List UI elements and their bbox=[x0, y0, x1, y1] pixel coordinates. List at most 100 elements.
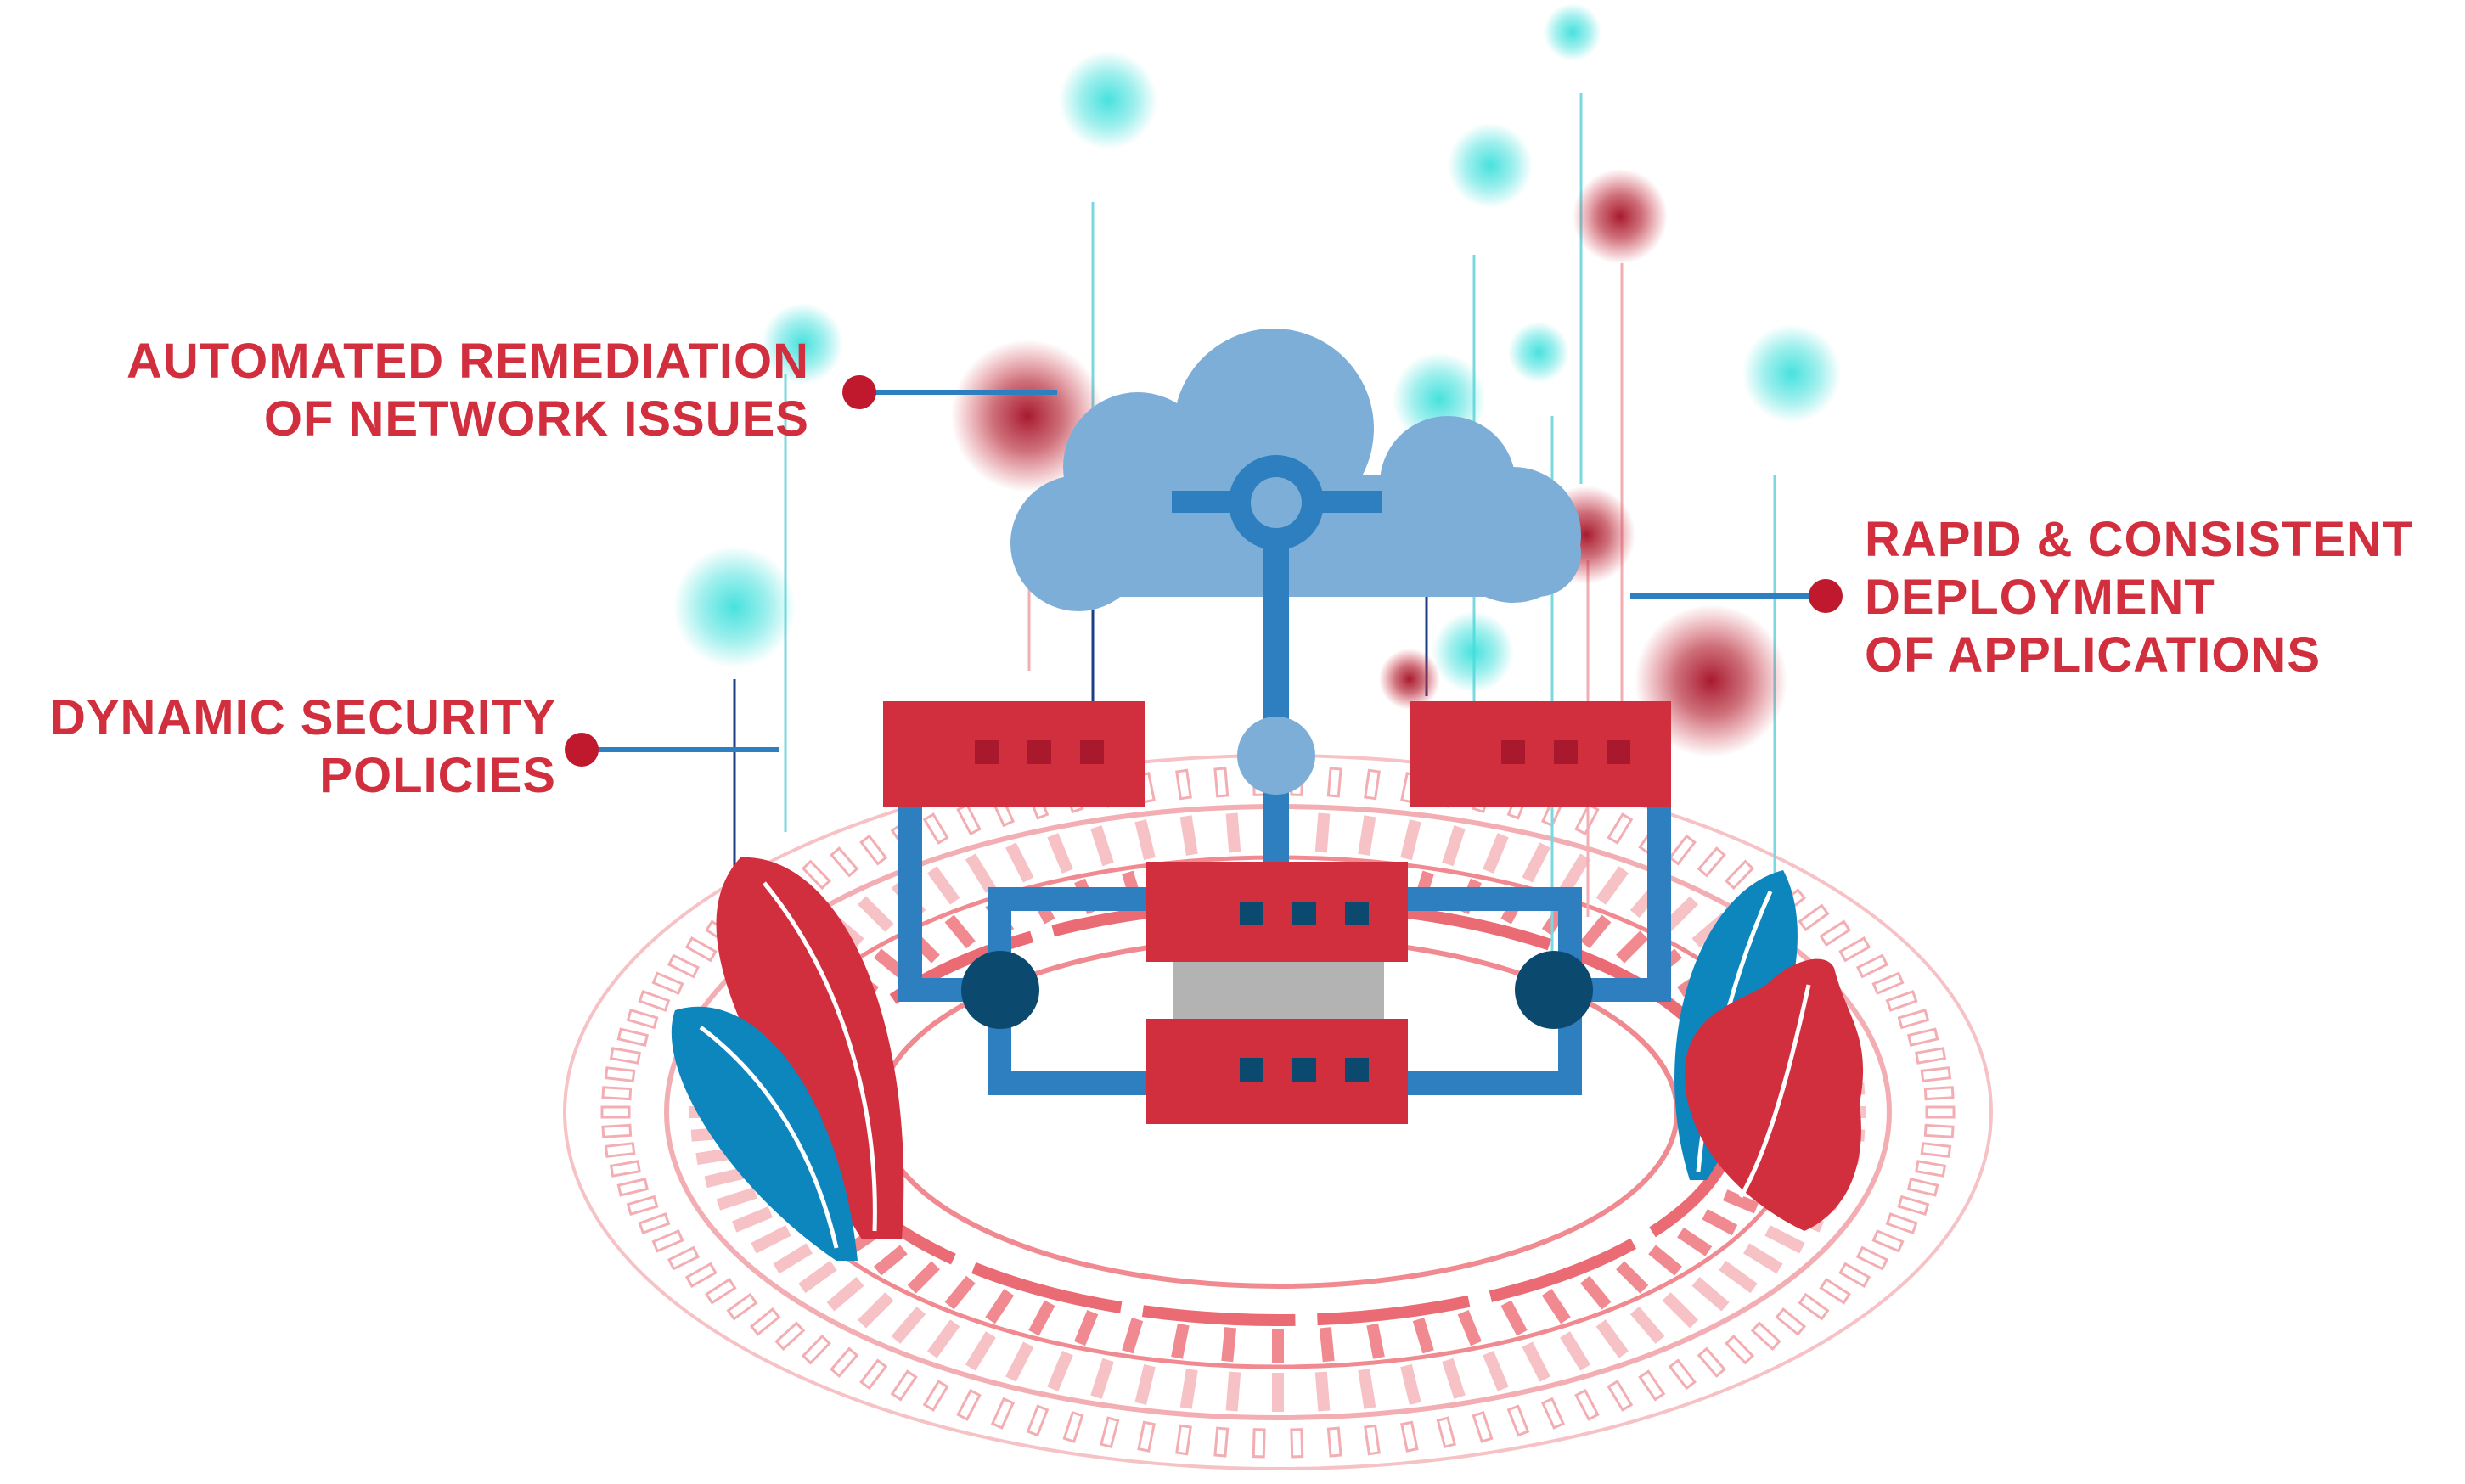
ring-tick bbox=[1005, 842, 1034, 883]
ring-tick bbox=[1920, 1066, 1952, 1082]
ring-tick bbox=[922, 1380, 949, 1412]
ring-tick bbox=[1358, 1369, 1376, 1409]
ring-tick bbox=[857, 896, 894, 932]
ring-tick bbox=[944, 914, 976, 949]
ring-tick bbox=[956, 803, 982, 836]
ring-tick bbox=[616, 1027, 650, 1047]
ring-tick bbox=[751, 1225, 791, 1254]
ring-tick bbox=[601, 1123, 633, 1138]
ring-tick bbox=[1290, 1428, 1304, 1459]
ring-tick bbox=[1798, 903, 1830, 932]
ring-tick bbox=[798, 1260, 837, 1294]
ring-tick bbox=[1871, 971, 1905, 995]
ring-tick bbox=[1047, 1350, 1073, 1391]
leaf-vein bbox=[1738, 984, 1811, 1199]
ring-tick bbox=[927, 1319, 960, 1358]
ring-tick bbox=[1885, 1212, 1918, 1235]
cloud-hub-node bbox=[1251, 477, 1302, 528]
ring-tick bbox=[1483, 833, 1509, 874]
ring-tick bbox=[1272, 1373, 1284, 1412]
ring-tick bbox=[1574, 803, 1600, 836]
ring-tick bbox=[1541, 1289, 1571, 1324]
junction-node bbox=[1515, 951, 1593, 1029]
ring-tick bbox=[604, 1142, 636, 1158]
ring-tick bbox=[1897, 1195, 1930, 1217]
ring-tick bbox=[704, 1166, 746, 1189]
ring-tick bbox=[1574, 1388, 1600, 1421]
ring-tick bbox=[1400, 1420, 1419, 1453]
ring-tick bbox=[830, 1346, 859, 1378]
ring-tick bbox=[1540, 1397, 1566, 1430]
ring-tick bbox=[1074, 1309, 1099, 1346]
ring-tick bbox=[1648, 1245, 1682, 1276]
ring-tick bbox=[684, 936, 718, 963]
glow-dot-icon bbox=[1573, 169, 1668, 264]
ring-tick bbox=[600, 1105, 631, 1119]
ring-tick bbox=[1134, 819, 1156, 861]
callout-line: OF NETWORK ISSUES bbox=[263, 391, 809, 447]
ring-tick bbox=[667, 953, 701, 979]
ring-tick bbox=[1580, 1275, 1612, 1310]
ring-tick bbox=[907, 1261, 940, 1294]
ring-tick bbox=[1855, 953, 1889, 979]
callout-line: AUTOMATED REMEDIATION bbox=[127, 334, 809, 389]
callout-connectors bbox=[565, 375, 1843, 767]
ring-tick bbox=[1725, 859, 1755, 891]
ring-tick bbox=[927, 866, 960, 905]
server-icon bbox=[1410, 701, 1671, 807]
ring-tick bbox=[1179, 1369, 1198, 1409]
ring-tick bbox=[716, 1187, 757, 1211]
ring-tick bbox=[667, 1245, 701, 1271]
ring-tick bbox=[1175, 1424, 1192, 1456]
leaf-icon bbox=[671, 1006, 858, 1261]
ring-tick bbox=[1915, 1047, 1947, 1065]
ring-tick bbox=[604, 1066, 636, 1082]
ring-tick bbox=[1272, 1329, 1284, 1363]
ring-tick bbox=[1616, 930, 1649, 964]
ring-tick bbox=[1047, 833, 1073, 874]
glow-dot-icon bbox=[1742, 324, 1841, 423]
ring-tick bbox=[956, 1388, 982, 1421]
ring-tick bbox=[609, 1047, 641, 1065]
left-plant bbox=[671, 857, 904, 1261]
ring-tick bbox=[1885, 989, 1918, 1012]
ring-tick bbox=[1364, 768, 1381, 801]
ring-tick bbox=[616, 1178, 650, 1197]
ring-tick bbox=[1500, 1300, 1528, 1336]
ring-tick bbox=[1175, 768, 1192, 801]
callout-automated-remediation: AUTOMATED REMEDIATION OF NETWORK ISSUES bbox=[127, 333, 809, 448]
cloud-icon bbox=[1010, 329, 1581, 611]
ring-tick bbox=[1412, 1318, 1434, 1354]
ring-tick bbox=[859, 834, 888, 866]
ring-tick bbox=[1134, 1363, 1156, 1405]
ring-tick bbox=[1764, 1225, 1805, 1254]
ring-tick bbox=[1100, 1416, 1120, 1449]
leaf-vein bbox=[763, 881, 877, 1232]
ring-tick bbox=[726, 1292, 758, 1321]
ring-tick bbox=[1906, 1027, 1939, 1047]
ring-tick bbox=[1677, 1227, 1713, 1256]
ring-tick bbox=[1819, 1278, 1851, 1305]
ring-tick bbox=[1743, 1243, 1783, 1274]
ring-tick bbox=[1179, 815, 1198, 856]
ring-tick bbox=[1925, 1105, 1956, 1119]
ring-tick bbox=[1472, 1410, 1494, 1443]
ring-tick bbox=[1798, 1292, 1830, 1321]
ring-tick bbox=[874, 1245, 908, 1276]
callout-line: OF APPLICATIONS bbox=[1865, 627, 2321, 683]
ring-tick bbox=[1457, 1309, 1482, 1346]
ring-tick bbox=[1560, 853, 1591, 893]
ring-tick bbox=[1897, 1008, 1930, 1030]
ring-tick bbox=[1225, 812, 1241, 853]
ring-tick bbox=[1522, 842, 1550, 883]
ring-tick bbox=[1722, 1189, 1759, 1214]
ring-tick bbox=[705, 1278, 737, 1305]
ring-tick bbox=[1090, 825, 1114, 867]
ring-tick bbox=[609, 1160, 641, 1178]
glow-dot-icon bbox=[762, 303, 843, 385]
ring-tick bbox=[801, 859, 831, 891]
callout-dynamic-security: DYNAMIC SECURITY POLICIES bbox=[50, 689, 556, 805]
ring-tick bbox=[1314, 1371, 1331, 1412]
ring-tick bbox=[1629, 1306, 1665, 1344]
ring-tick bbox=[1366, 1323, 1385, 1359]
